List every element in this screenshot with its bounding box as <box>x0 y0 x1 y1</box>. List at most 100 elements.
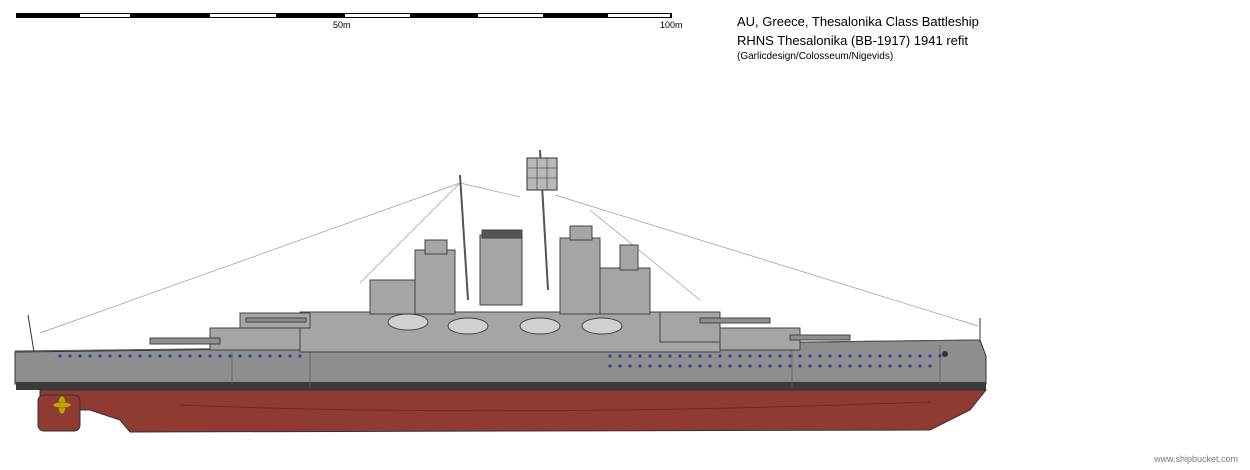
porthole <box>758 354 762 358</box>
porthole <box>698 354 702 358</box>
porthole <box>858 364 862 368</box>
porthole <box>788 354 792 358</box>
porthole <box>648 364 652 368</box>
porthole <box>888 364 892 368</box>
porthole <box>168 354 172 358</box>
porthole <box>838 364 842 368</box>
porthole <box>868 364 872 368</box>
title-line-ship: RHNS Thesalonika (BB-1917) 1941 refit <box>737 33 968 48</box>
porthole <box>808 364 812 368</box>
boot-topping <box>16 382 986 390</box>
porthole <box>858 354 862 358</box>
porthole <box>848 354 852 358</box>
title-block: AU, Greece, Thesalonika Class Battleship… <box>737 12 979 64</box>
porthole <box>138 354 142 358</box>
forward-tower <box>559 225 651 315</box>
porthole <box>678 354 682 358</box>
porthole <box>928 354 932 358</box>
porthole <box>188 354 192 358</box>
porthole <box>208 354 212 358</box>
porthole <box>808 354 812 358</box>
porthole <box>108 354 112 358</box>
porthole <box>908 364 912 368</box>
porthole <box>728 364 732 368</box>
porthole <box>908 354 912 358</box>
porthole <box>898 354 902 358</box>
porthole <box>618 364 622 368</box>
porthole <box>748 354 752 358</box>
porthole <box>238 354 242 358</box>
porthole <box>98 354 102 358</box>
porthole <box>688 364 692 368</box>
porthole <box>198 354 202 358</box>
propeller-icon <box>52 395 72 415</box>
porthole <box>58 354 62 358</box>
porthole <box>288 354 292 358</box>
porthole <box>718 354 722 358</box>
porthole <box>738 354 742 358</box>
porthole <box>68 354 72 358</box>
boats <box>387 313 623 335</box>
porthole <box>658 354 662 358</box>
porthole <box>218 354 222 358</box>
radar-antenna <box>526 157 558 191</box>
porthole <box>248 354 252 358</box>
porthole <box>848 364 852 368</box>
porthole <box>738 364 742 368</box>
porthole <box>818 364 822 368</box>
title-line-credits: (Garlicdesign/Colosseum/Nigevids) <box>737 51 894 62</box>
porthole <box>778 364 782 368</box>
porthole <box>158 354 162 358</box>
porthole <box>718 364 722 368</box>
porthole <box>698 364 702 368</box>
funnel <box>479 229 523 306</box>
porthole <box>898 364 902 368</box>
porthole <box>708 354 712 358</box>
porthole <box>938 354 942 358</box>
porthole <box>638 354 642 358</box>
porthole <box>728 354 732 358</box>
porthole <box>688 354 692 358</box>
porthole <box>798 364 802 368</box>
porthole <box>868 354 872 358</box>
stern-flagstaff <box>27 314 35 353</box>
watermark: www.shipbucket.com <box>1153 454 1238 464</box>
forward-turret-a <box>659 311 851 351</box>
porthole <box>818 354 822 358</box>
title-line-class: AU, Greece, Thesalonika Class Battleship <box>737 14 979 29</box>
porthole <box>648 354 652 358</box>
aft-tower <box>369 239 456 315</box>
porthole <box>878 364 882 368</box>
porthole <box>88 354 92 358</box>
porthole <box>768 354 772 358</box>
porthole <box>298 354 302 358</box>
porthole <box>148 354 152 358</box>
porthole <box>278 354 282 358</box>
superstructure-base <box>299 311 721 353</box>
porthole <box>828 364 832 368</box>
porthole <box>878 354 882 358</box>
porthole <box>668 354 672 358</box>
porthole <box>118 354 122 358</box>
porthole <box>768 364 772 368</box>
porthole <box>608 354 612 358</box>
scale-bar <box>16 13 672 18</box>
porthole <box>608 364 612 368</box>
porthole <box>228 354 232 358</box>
porthole <box>618 354 622 358</box>
porthole <box>628 354 632 358</box>
porthole <box>678 364 682 368</box>
porthole <box>918 354 922 358</box>
porthole <box>788 364 792 368</box>
porthole <box>828 354 832 358</box>
scale-label-100m: 100m <box>660 20 683 30</box>
porthole <box>798 354 802 358</box>
porthole <box>128 354 132 358</box>
porthole <box>748 364 752 368</box>
porthole <box>628 364 632 368</box>
aft-turret-a <box>149 312 311 351</box>
porthole <box>778 354 782 358</box>
porthole <box>758 364 762 368</box>
